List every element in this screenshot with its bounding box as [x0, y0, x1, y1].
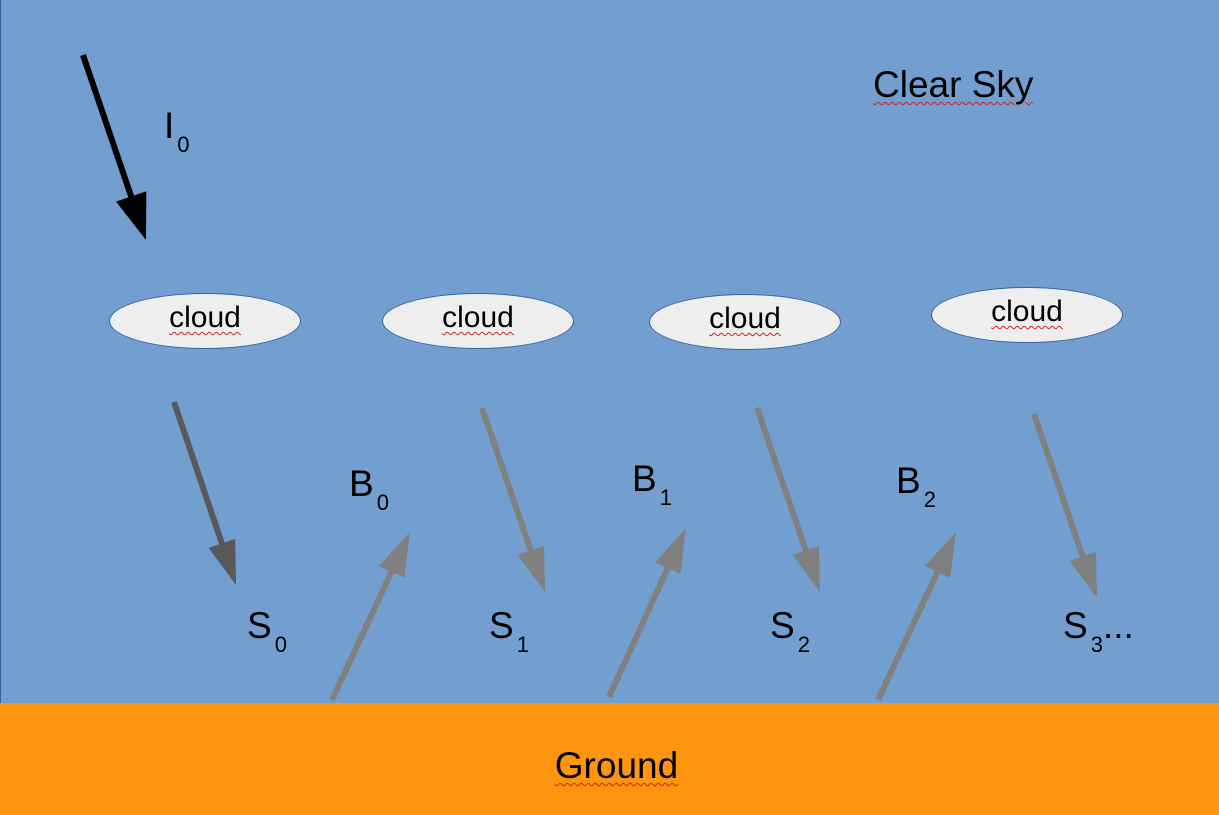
scatter-arrow-2-head: [792, 545, 820, 592]
cloud-label: cloud: [169, 301, 241, 334]
backscatter-arrow-1: [606, 528, 686, 699]
scatter-arrow-1-head: [517, 545, 545, 592]
incident-arrow-head: [116, 191, 147, 240]
backscatter-arrow-0-head: [378, 532, 410, 578]
incident-arrow: [80, 54, 147, 240]
backscatter-arrow-1-head: [655, 528, 686, 574]
scatter-arrow-2: [754, 407, 820, 592]
cloud-3: cloud: [649, 294, 841, 350]
scatter-arrow-2-shaft: [754, 407, 810, 554]
cloud-label: cloud: [709, 302, 781, 335]
scatter-arrow-3: [1031, 413, 1097, 598]
backscatter-arrow-0: [329, 532, 410, 702]
backscatter-arrow-2-head: [924, 532, 956, 578]
ground-label: Ground: [554, 745, 679, 786]
cloud-2: cloud: [382, 293, 574, 349]
scatter-arrow-3-shaft: [1031, 413, 1087, 560]
scatter-arrow-0-head: [208, 538, 236, 585]
cloud-1: cloud: [109, 293, 301, 349]
backscatter-arrow-2: [875, 532, 956, 702]
backscatter-arrow-1-shaft: [606, 564, 672, 699]
cloud-label: cloud: [442, 301, 514, 334]
ground: Ground: [0, 703, 1219, 815]
backscatter-arrow-2-shaft: [875, 568, 942, 702]
scatter-arrow-3-head: [1069, 551, 1097, 598]
scatter-arrow-0-shaft: [171, 401, 226, 547]
backscatter-arrow-0-shaft: [329, 568, 396, 702]
cloud-4: cloud: [931, 287, 1123, 343]
sky-border: [0, 0, 1, 703]
incident-arrow-shaft: [80, 54, 135, 200]
sky-label: Clear Sky: [873, 64, 1034, 105]
cloud-label: cloud: [991, 295, 1063, 328]
scatter-arrow-0: [171, 401, 236, 585]
scatter-arrow-1-shaft: [479, 407, 535, 554]
scatter-arrow-1: [479, 407, 545, 592]
